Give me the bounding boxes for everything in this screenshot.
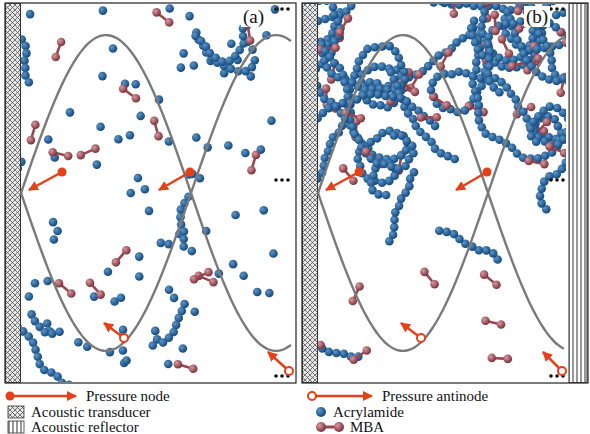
molecules [318,4,566,364]
molecules [21,4,279,382]
legend-label: Acrylamide [333,405,404,420]
panel-label: (a) [241,6,266,27]
panel-frame [5,3,296,383]
legend-swatch-reflector [8,421,24,433]
legend-label: Pressure antinode [382,389,488,404]
panel-frame [302,3,588,383]
pointer-arrows [29,168,566,376]
legend-swatch-transducer [8,406,24,418]
acoustic-reflector [569,4,587,383]
legend-swatch-mba [316,422,344,432]
acoustic-transducer [303,4,318,383]
legend-label: MBA [350,420,384,434]
standing-wave [21,35,564,351]
continuation-dots [274,7,565,378]
panel-label: (b) [524,6,550,27]
acoustic-transducer [6,4,21,383]
legend-label: Pressure node [86,389,170,404]
legend-label: Acoustic transducer [31,405,151,420]
legend-swatch-acrylamide [316,407,326,417]
legend-swatch-antinode [308,392,372,400]
legend-swatch-node [6,392,77,401]
legend-label: Acoustic reflector [31,420,139,434]
